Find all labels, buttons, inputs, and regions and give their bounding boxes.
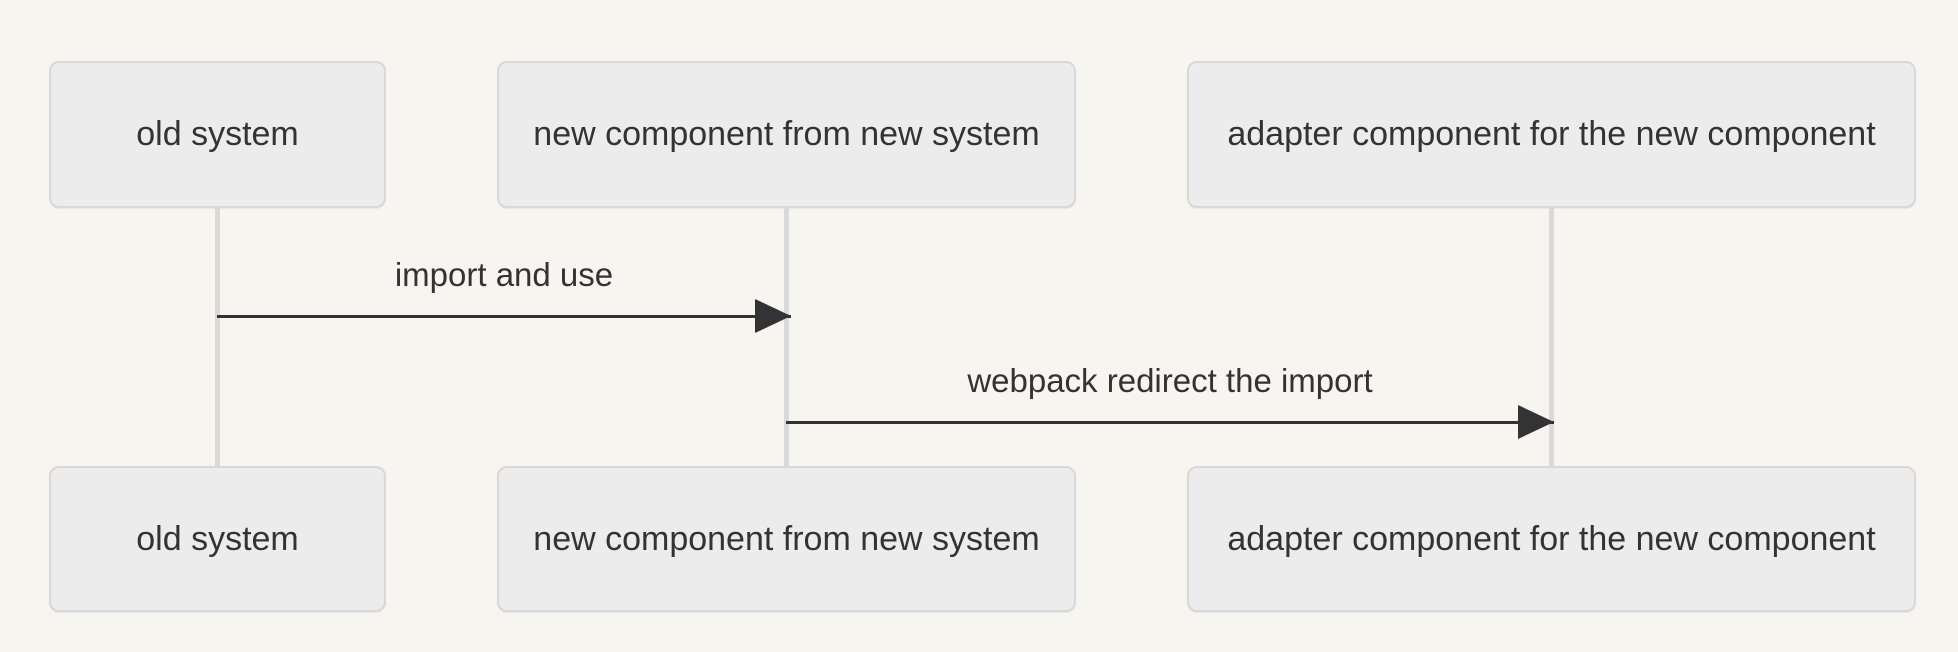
arrow-head-icon xyxy=(755,299,791,333)
participant-label: new component from new system xyxy=(533,115,1040,154)
participant-label: old system xyxy=(136,519,299,558)
participant-top-new-component: new component from new system xyxy=(497,61,1076,208)
message-line-import-and-use xyxy=(217,315,791,318)
participant-bottom-adapter-component: adapter component for the new component xyxy=(1187,466,1916,612)
message-label-import-and-use: import and use xyxy=(394,256,614,293)
participant-label: old system xyxy=(136,115,299,154)
message-line-webpack-redirect xyxy=(786,421,1554,424)
participant-label: new component from new system xyxy=(533,519,1040,558)
participant-bottom-old-system: old system xyxy=(49,466,386,612)
participant-top-old-system: old system xyxy=(49,61,386,208)
participant-top-adapter-component: adapter component for the new component xyxy=(1187,61,1916,208)
arrow-head-icon xyxy=(1518,405,1554,439)
lifeline-old-system xyxy=(215,208,220,466)
participant-label: adapter component for the new component xyxy=(1227,115,1876,154)
message-label-webpack-redirect: webpack redirect the import xyxy=(967,362,1373,399)
participant-bottom-new-component: new component from new system xyxy=(497,466,1076,612)
lifeline-adapter-component xyxy=(1549,208,1554,466)
participant-label: adapter component for the new component xyxy=(1227,519,1876,558)
lifeline-new-component xyxy=(784,208,789,466)
